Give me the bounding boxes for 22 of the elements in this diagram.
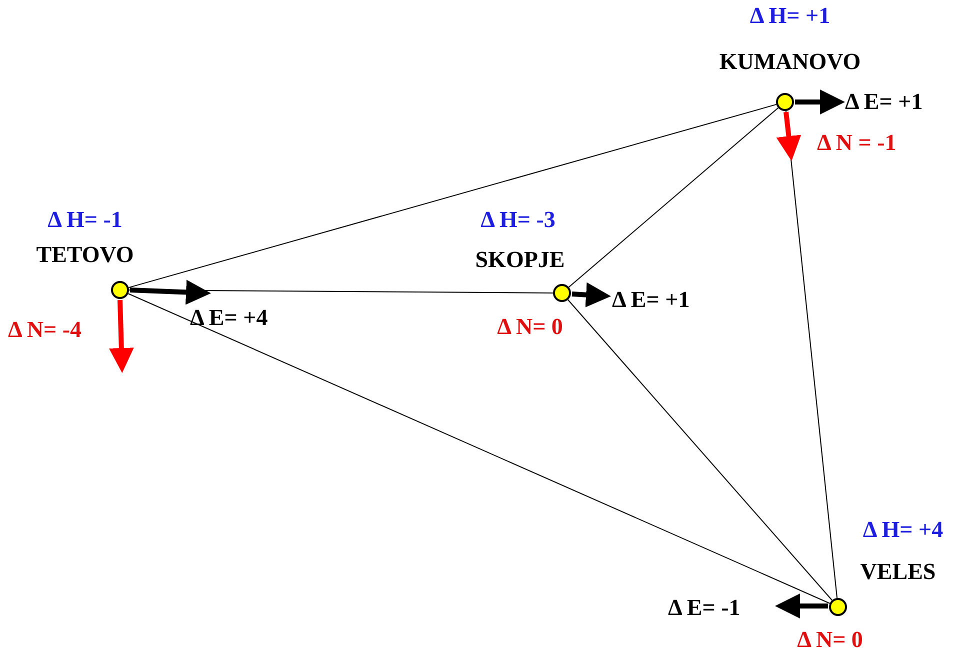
connector-line xyxy=(128,290,554,294)
connector-line xyxy=(568,107,779,288)
height-change-label: Δ H= -3 xyxy=(480,208,556,232)
north-change-label: Δ N= -4 xyxy=(8,318,82,342)
east-change-label: Δ E= +4 xyxy=(190,306,268,330)
height-change-label: Δ H= -1 xyxy=(48,208,122,232)
east-change-label: Δ E= -1 xyxy=(668,596,740,620)
connector-line xyxy=(128,104,777,288)
station-name: TETOVO xyxy=(36,243,134,267)
north-change-label: Δ N= 0 xyxy=(797,628,863,652)
connector-line xyxy=(785,110,838,599)
east-change-label: Δ E= +1 xyxy=(845,90,923,114)
connector-line xyxy=(567,299,833,601)
connector-line xyxy=(128,293,830,604)
height-change-label: Δ H= +1 xyxy=(750,4,830,28)
station-name: KUMANOVO xyxy=(719,50,861,74)
station-name: SKOPJE xyxy=(475,248,565,272)
station-name: VELES xyxy=(860,560,936,584)
north-change-label: Δ N= 0 xyxy=(497,315,563,339)
north-change-label: Δ N = -1 xyxy=(817,131,896,155)
east-change-label: Δ E= +1 xyxy=(612,288,690,312)
height-change-label: Δ H= +4 xyxy=(862,518,944,542)
